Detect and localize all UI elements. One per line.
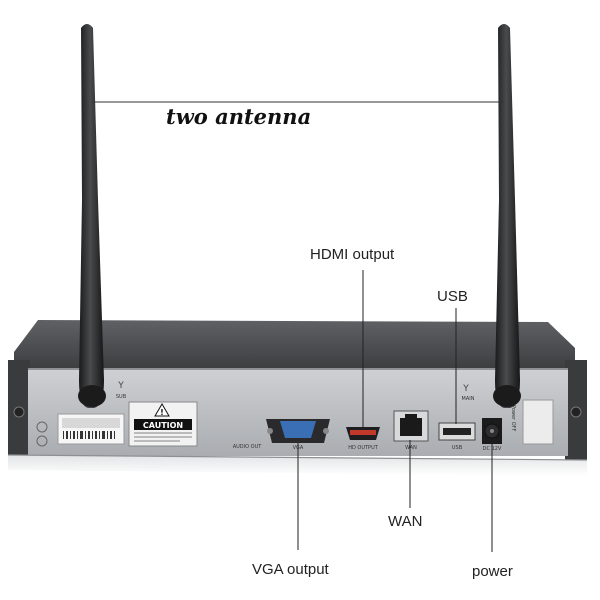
ant-right-label: MAIN (462, 396, 475, 402)
antenna-mark-icon: Y (117, 381, 124, 391)
usb-port (438, 422, 476, 441)
vga-port (266, 419, 330, 443)
power-annotation: power (472, 563, 513, 580)
power-off-label: Power OFF (510, 405, 516, 432)
antenna-annotation: two antenna (166, 104, 312, 129)
antenna-right (493, 24, 521, 408)
caution-label: CAUTION (143, 421, 183, 430)
antenna-mark-icon: Y (462, 384, 469, 394)
chassis-top (14, 320, 575, 370)
screw-icon (570, 406, 582, 418)
power-switch (522, 399, 554, 445)
svg-text:!: ! (160, 408, 164, 417)
vga-annotation: VGA output (252, 561, 329, 578)
barcode (63, 431, 115, 439)
audio-out-label: AUDIO OUT (233, 444, 263, 450)
wan-port (393, 410, 429, 442)
wan-annotation: WAN (388, 513, 423, 530)
antenna-left (78, 24, 106, 408)
ant-left-label: SUB (116, 394, 127, 400)
hdmi-annotation: HDMI output (310, 246, 395, 263)
usb-panel-label: USB (452, 445, 463, 451)
hdmi-port (346, 427, 380, 440)
hd-output-label: HD OUTPUT (348, 445, 379, 451)
wan-label: WAN (405, 445, 417, 451)
usb-annotation: USB (437, 288, 468, 305)
ground-icon (36, 421, 48, 433)
ground-icon (36, 435, 48, 447)
warning-icon (154, 403, 170, 417)
screw-icon (13, 406, 25, 418)
power-jack (482, 418, 502, 444)
